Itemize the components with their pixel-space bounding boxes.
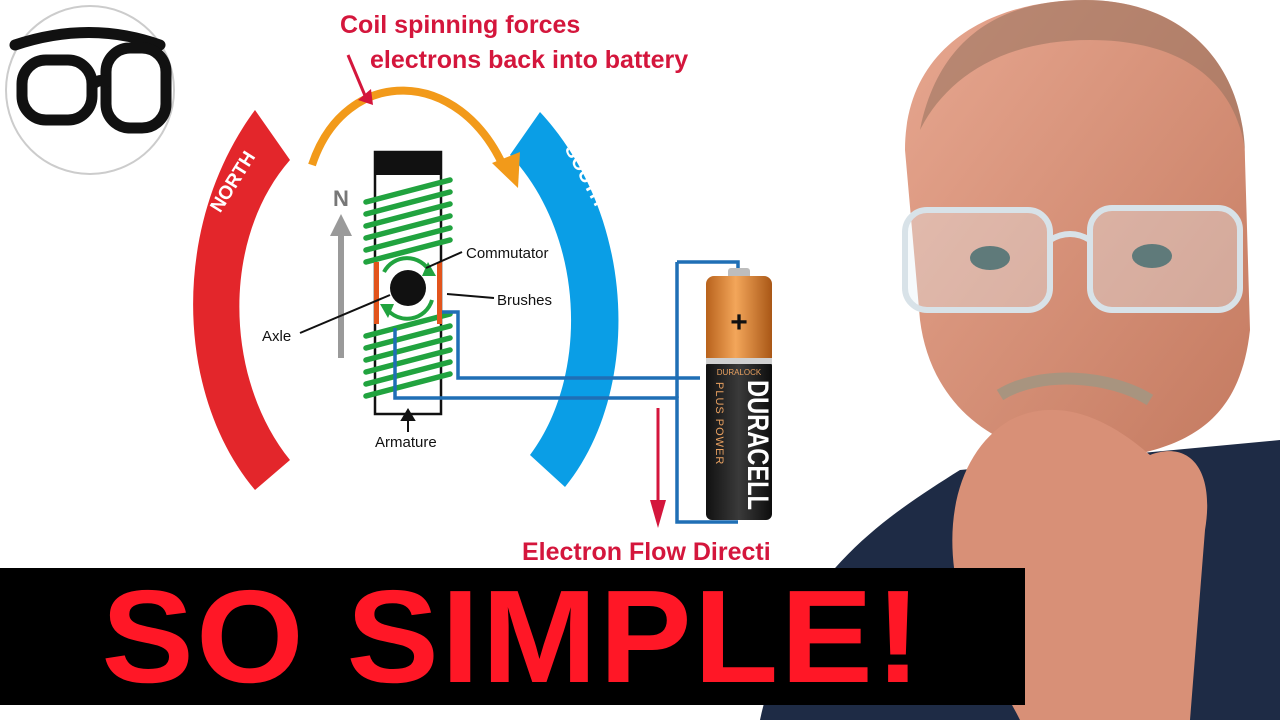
callout-line-1: Coil spinning forces — [340, 11, 580, 39]
brush-right — [437, 262, 442, 324]
brushes-label: Brushes — [497, 292, 552, 309]
banner-text: SO SIMPLE! — [101, 562, 924, 710]
electron-flow-arrow — [650, 408, 666, 528]
battery-brand: DURACELL — [741, 380, 774, 510]
south-magnet: SOUTH — [510, 112, 619, 487]
electron-flow-label: Electron Flow Directi — [522, 538, 771, 566]
battery-subtitle: PLUS POWER — [713, 382, 725, 465]
leader-lines — [299, 251, 495, 432]
axle-label: Axle — [262, 328, 291, 345]
commutator-label: Commutator — [466, 245, 549, 262]
coil-lower — [363, 311, 453, 399]
n-arrow: N — [330, 186, 352, 358]
axle — [390, 270, 426, 306]
brush-left — [374, 262, 379, 324]
coil-upper — [363, 177, 453, 265]
title-banner: SO SIMPLE! — [0, 568, 1025, 705]
north-magnet: NORTH — [193, 110, 290, 490]
battery-brand-small: DURALOCK — [717, 368, 762, 377]
armature-label: Armature — [375, 434, 437, 451]
glasses-icon — [9, 27, 172, 134]
rotation-arrow — [308, 86, 520, 188]
n-label: N — [333, 186, 349, 211]
battery-plus: + — [730, 306, 748, 339]
logo — [5, 5, 175, 175]
callout-pointer — [346, 54, 373, 105]
callout-line-2: electrons back into battery — [370, 46, 688, 74]
battery: + DURALOCK DURACELL PLUS POWER — [706, 268, 774, 520]
commutator — [380, 256, 436, 321]
